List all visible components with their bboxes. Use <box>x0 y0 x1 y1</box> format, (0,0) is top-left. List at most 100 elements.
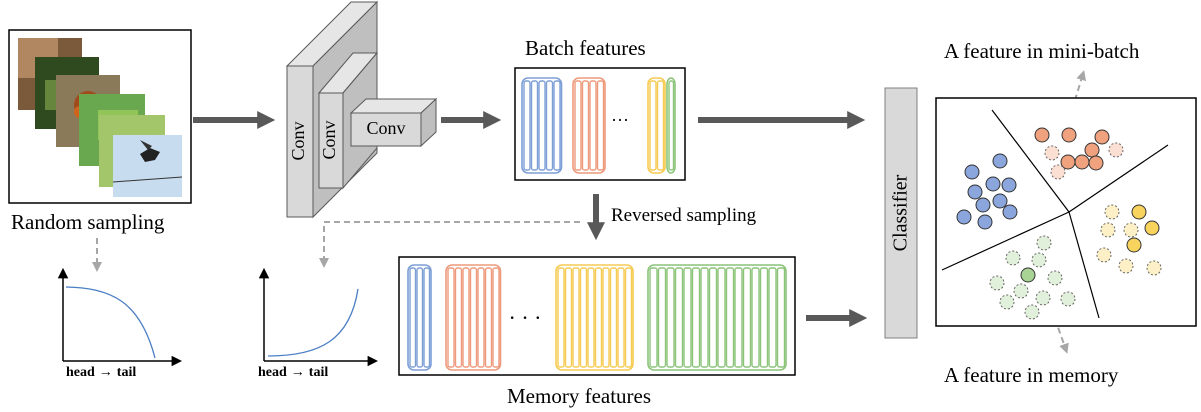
memory-feature-dot-orange <box>1044 145 1060 161</box>
batch-feature-dot-yellow <box>1144 220 1160 236</box>
batch-features-frame <box>514 67 686 181</box>
batch-feature-dot-blue <box>977 214 993 230</box>
memory-green-strip <box>649 267 658 368</box>
conv-block-3 <box>350 112 422 147</box>
batch-ellipsis: ··· <box>611 110 629 130</box>
memory-orange-strip <box>469 267 478 368</box>
conv-block-1 <box>286 65 314 218</box>
dash-to-minibatch-label <box>1071 70 1087 111</box>
memory-blue-strip <box>416 267 424 368</box>
memory-ellipsis: · · · <box>509 305 542 330</box>
memory-feature-dot-green <box>1060 291 1076 307</box>
batch-feature-dot-orange <box>1084 142 1100 158</box>
memory-feature-dot-yellow <box>1118 258 1134 274</box>
memory-feature-dot-yellow <box>1100 222 1116 238</box>
boundary-line-4 <box>941 211 1070 271</box>
memory-orange-strip <box>484 267 493 368</box>
batch-blue-strip <box>545 80 554 171</box>
memory-feature-dot-yellow <box>1123 222 1139 238</box>
batch-feature-dot-yellow <box>1126 237 1142 253</box>
feature-space-panel <box>935 97 1197 327</box>
flow-arrows <box>193 111 868 327</box>
memory-yellow-strip <box>617 267 625 368</box>
memory-group-yellow <box>555 264 634 371</box>
memory-group-green <box>647 264 787 371</box>
memory-green-strip <box>666 267 675 368</box>
memory-blue-bracket <box>407 264 432 371</box>
memory-orange-bracket <box>445 264 502 371</box>
bird-icon <box>140 148 160 162</box>
batch-group-green <box>666 77 676 174</box>
memory-feature-dot-yellow <box>1146 260 1162 276</box>
batch-feature-dot-blue <box>992 193 1008 209</box>
plot1-curve <box>65 286 156 359</box>
plot2-curve <box>267 288 359 357</box>
batch-feature-dot-blue <box>1002 204 1018 220</box>
batch-feature-dot-orange <box>1088 155 1104 171</box>
memory-orange-strip <box>462 267 470 368</box>
dash-to-head-tail-2 <box>319 221 580 268</box>
memory-yellow-strip <box>557 267 565 368</box>
batch-yellow-bracket <box>647 77 666 174</box>
batch-feature-dot-orange <box>1034 127 1050 143</box>
plot1-tail-label: tail <box>116 365 137 380</box>
plot2-head-label: head <box>258 365 287 380</box>
memory-feature-dot-green <box>989 275 1005 291</box>
memory-feature-dot-green <box>1005 250 1021 266</box>
batch-feature-dot-orange <box>1061 127 1077 143</box>
memory-features-label: Memory features <box>507 384 652 408</box>
batch-features-label: Batch features <box>525 36 646 60</box>
memory-feature-dot-green <box>1031 252 1047 268</box>
batch-group-orange <box>572 77 606 174</box>
batch-feature-dot-orange <box>1060 154 1076 170</box>
memory-green-strip <box>700 267 709 368</box>
batch-blue-bracket <box>521 77 563 174</box>
memory-yellow-bracket <box>555 264 634 371</box>
batch-feature-dot-blue <box>992 153 1008 169</box>
batch-blue-strip <box>523 80 531 171</box>
memory-feature-dot-green <box>1013 283 1029 299</box>
plot1-axis-label: head→tail <box>66 365 136 381</box>
batch-feature-dot-blue <box>967 184 983 200</box>
plot2-axis-label: head→tail <box>258 365 328 381</box>
memory-feature-dot-yellow <box>1104 204 1120 220</box>
memory-green-strip <box>734 267 743 368</box>
memory-green-strip <box>674 267 684 368</box>
batch-orange-strip <box>574 80 582 171</box>
memory-green-strip <box>683 267 692 368</box>
memory-feature-dot-green <box>1047 270 1063 286</box>
memory-green-strip <box>691 267 701 368</box>
boundary-line-2 <box>1068 144 1169 213</box>
batch-feature-dot-orange <box>1094 129 1110 145</box>
batch-green-strip <box>668 80 675 171</box>
memory-features-frame <box>398 256 796 376</box>
memory-orange-strip <box>454 267 463 368</box>
batch-orange-bracket <box>572 77 606 174</box>
memory-yellow-strip <box>564 267 573 368</box>
batch-orange-strip <box>581 80 590 171</box>
memory-green-strip <box>759 267 769 368</box>
batch-feature-dot-blue <box>985 176 1001 192</box>
memory-green-strip <box>751 267 760 368</box>
memory-green-strip <box>708 267 718 368</box>
memory-yellow-strip <box>587 267 595 368</box>
memory-feature-dot-yellow <box>1096 247 1112 263</box>
batch-group-blue <box>521 77 563 174</box>
memory-yellow-strip <box>624 267 633 368</box>
batch-feature-dot-orange <box>1074 154 1090 170</box>
memory-orange-strip <box>492 267 500 368</box>
memory-orange-strip <box>447 267 455 368</box>
memory-orange-strip <box>477 267 485 368</box>
reversed-sampling-label: Reversed sampling <box>611 205 757 226</box>
memory-green-bracket <box>647 264 787 371</box>
batch-blue-strip <box>530 80 539 171</box>
memory-blue-strip <box>423 267 431 368</box>
memory-feature-dot-orange <box>1108 142 1124 158</box>
plot2-arrow-glyph: → <box>290 365 305 380</box>
memory-feature-dot-green <box>1024 304 1040 320</box>
boundary-line-1 <box>991 109 1070 213</box>
memory-feature-dot-green <box>1035 290 1051 306</box>
conv-label-1: Conv <box>288 121 308 160</box>
memory-green-strip <box>768 267 777 368</box>
